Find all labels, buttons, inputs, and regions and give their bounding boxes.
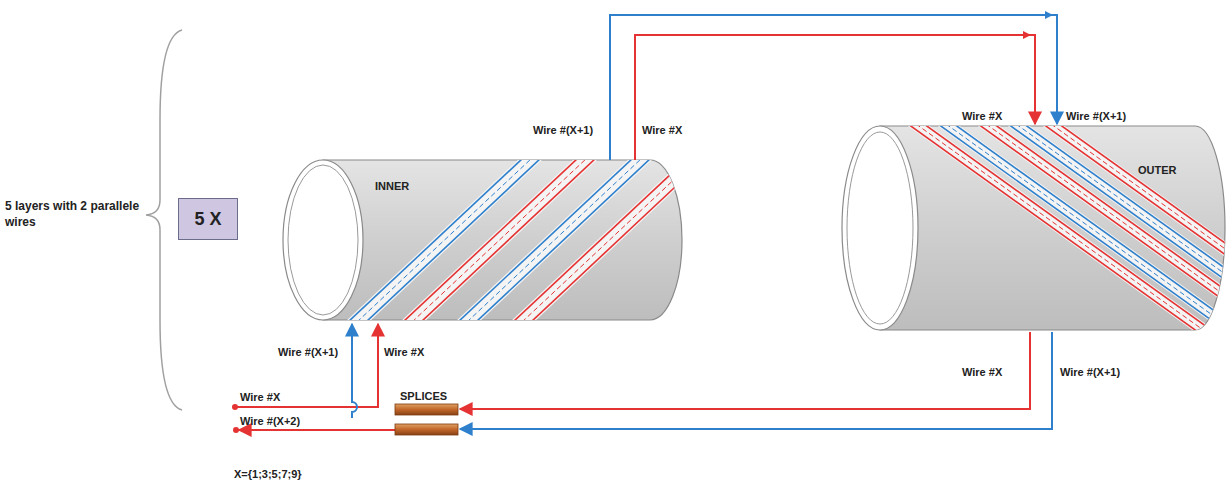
inner-winding	[345, 158, 709, 322]
wire-label: Wire #(X+1)	[278, 346, 338, 359]
node-text: 5 X	[194, 209, 221, 230]
wire-label: Wire #X	[962, 366, 1002, 379]
lead-wires	[235, 324, 1052, 430]
bracket	[146, 30, 182, 410]
flow-arrow	[1023, 31, 1031, 39]
bracket-label: 5 layers with 2 parallele wires	[5, 198, 140, 230]
wire-label: Wire #X	[384, 346, 424, 359]
outer-winding	[905, 124, 1229, 332]
wire-label: Wire #X	[642, 124, 682, 137]
inner-cylinder-node: INNER	[283, 160, 690, 320]
splice	[395, 424, 458, 435]
wire-label: Wire #(X+1)	[533, 124, 593, 137]
multiplier-box: 5 X	[178, 198, 238, 240]
note: X={1;3;5;7;9}	[234, 468, 302, 481]
wire-label: Wire #(X+1)	[1060, 366, 1120, 379]
wire-connector	[635, 35, 1035, 160]
wire-label: Wire #X	[240, 391, 280, 404]
splice	[395, 404, 458, 415]
wire-label: Wire #X	[962, 110, 1002, 123]
wire-label: Wire #(X+1)	[1066, 110, 1126, 123]
wire-connector	[610, 15, 1057, 160]
flow-arrow	[1045, 11, 1053, 19]
node-text: OUTER	[1138, 164, 1177, 176]
wire-label: Wire #(X+2)	[240, 415, 300, 428]
outer-cylinder-node: OUTER	[842, 126, 1227, 330]
splice-label: SPLICES	[400, 390, 447, 403]
node-text: INNER	[375, 180, 409, 192]
